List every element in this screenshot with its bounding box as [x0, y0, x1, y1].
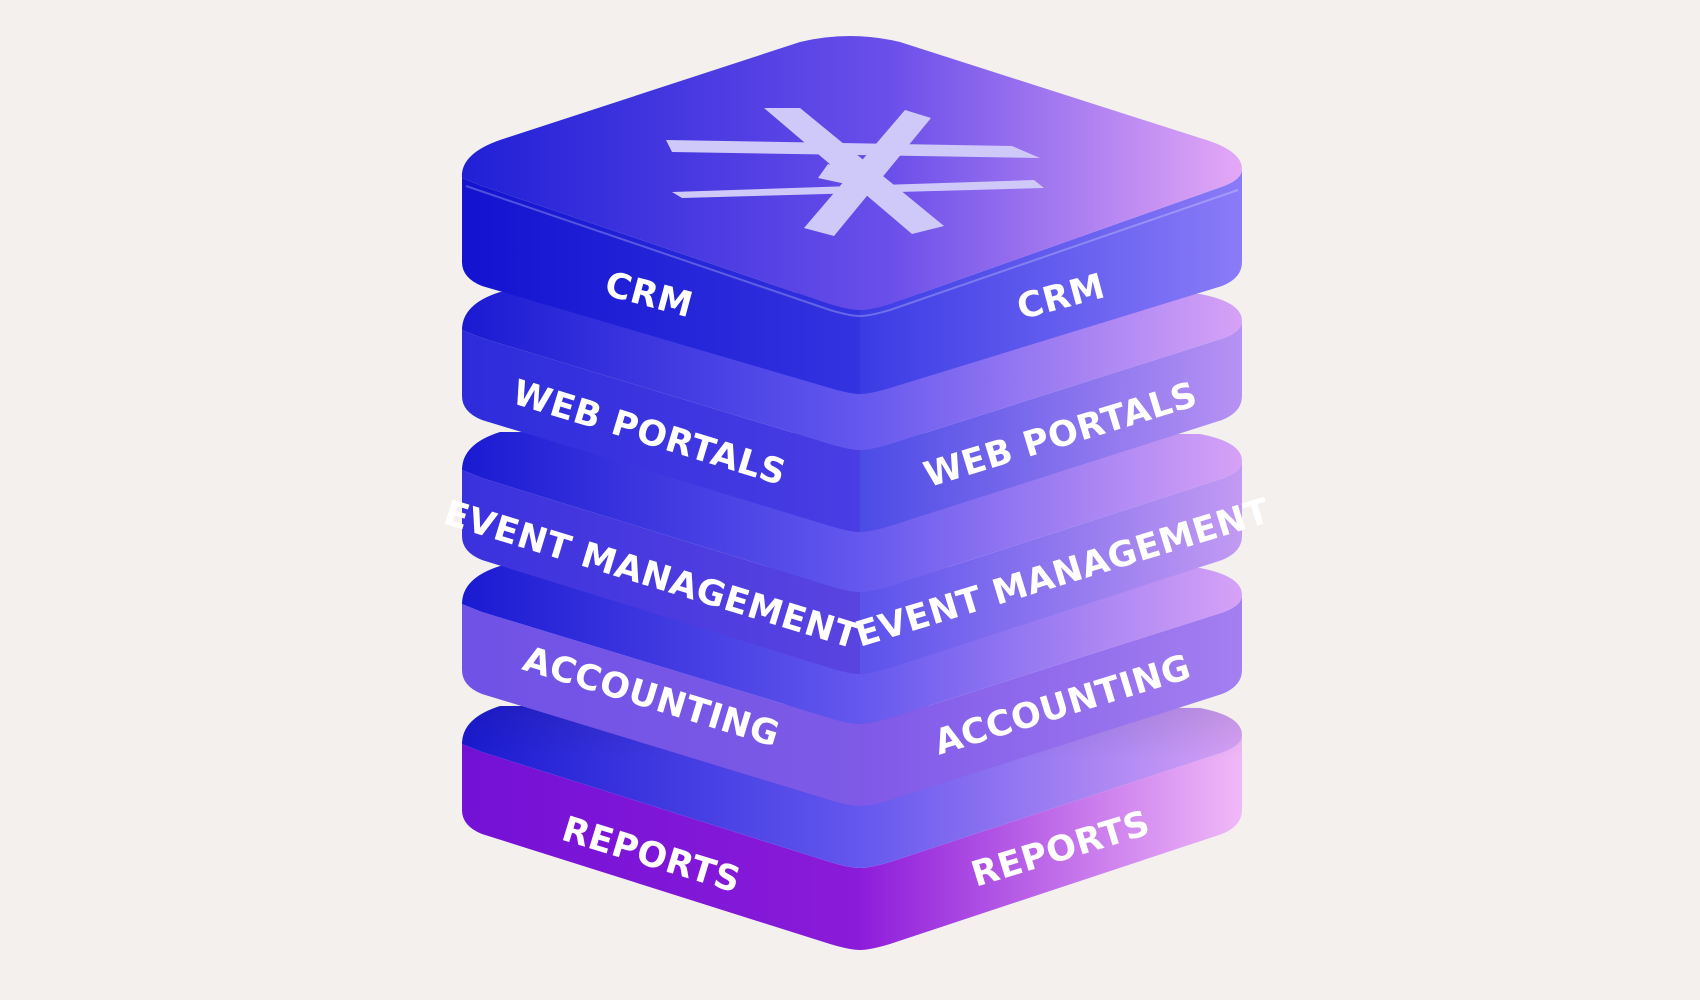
- asterisk-logo-icon: [666, 108, 1044, 236]
- crm-left-face: [462, 178, 860, 394]
- accounting-right-face: [860, 595, 1242, 806]
- web-left-face: [462, 330, 860, 532]
- layer-crm: CRM CRM: [461, 36, 1242, 394]
- logo-arm-w-e-lower: [672, 180, 1044, 198]
- event-right-face: [860, 461, 1242, 674]
- event-left-face: [462, 470, 860, 674]
- accounting-left-face: [462, 604, 860, 806]
- logo-center: [818, 164, 858, 184]
- reports-right-face: [860, 735, 1242, 950]
- web-right-face: [860, 321, 1242, 532]
- crm-top-edge-highlight: [465, 185, 1239, 318]
- logo-arm-w-e-upper: [666, 140, 1040, 158]
- reports-left-face: [462, 744, 860, 950]
- crm-right-face: [860, 169, 1242, 394]
